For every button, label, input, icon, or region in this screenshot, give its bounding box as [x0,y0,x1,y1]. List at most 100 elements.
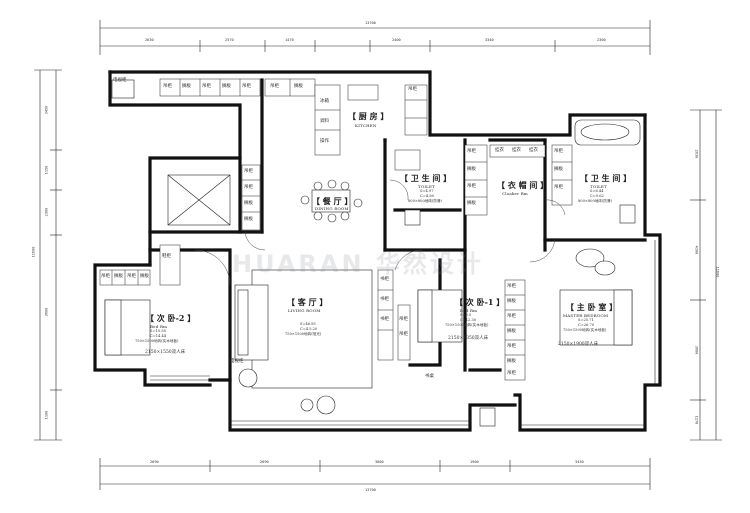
dim-bottom-2: 3000 [375,460,384,464]
dim-bottom-0: 2690 [150,460,159,464]
master-spec-3: 750×1500地砖(实木地板) [563,328,607,332]
master-en: MASTER BEDROOM [563,313,609,318]
dim-left-4: 1100 [44,410,49,420]
cab-misc-0: 电视柜 [230,359,244,364]
cab-cloak-r-1: 搁板 [554,167,563,172]
master-spec-2: C=26.70 [578,323,595,327]
cab-top-1: 吊柜 [163,84,172,89]
cab-bed2-1: 搁板 [114,274,123,279]
cab-cloak-r-2: 吊柜 [554,185,563,190]
cab-top-3: 吊柜 [202,84,211,89]
toilet2-spec-2: C=9.62 [590,194,604,198]
bed1-en: Bed Rm [460,308,478,313]
dim-right-0: 2630 [694,149,699,159]
cab-top-0: 电视柜 [113,78,127,83]
cab-bed1-l-0: 吊柜 [399,317,408,322]
dim-top-4: 3340 [485,38,494,42]
watermark: HUARAN 华然设计 [232,250,484,278]
cab-bed2-2: 吊柜 [127,274,136,279]
living-en: LIVING ROOM [288,308,321,313]
bed2-spec-2: C=14.44 [150,334,167,338]
cab-kitchen-0: 冰箱 [320,99,329,104]
dim-bottom-1: 2690 [260,460,269,464]
windows [150,240,656,426]
dim-left-total: 11600 [31,246,36,258]
cab-bed1-r-0: 吊柜 [507,284,516,289]
cab-left-0: 吊柜 [244,169,253,174]
cab-corr-0: 书柜 [380,277,389,282]
dim-top-1: 2570 [225,38,234,42]
cab-kitchen-2: 操作 [320,139,329,144]
cloak-label: 【 衣 帽 间 】 [497,180,549,190]
cabinet-grid [99,78,573,381]
bed1-spec-3: 750×1500地砖(实木地板) [445,323,489,327]
bed2-bed: 2150×1550双人床 [145,350,186,355]
toilet1-en: TOILET [418,184,435,189]
dining-label: 【 餐 厅 】 [312,196,353,206]
dim-top-2: 1470 [285,38,294,42]
toilet2-en: TOILET [590,184,607,189]
cab-bed2-3: 搁板 [140,274,149,279]
cab-corr-1: 书柜 [380,297,389,302]
cab-bed1-r-1: 搁板 [507,299,516,304]
toilet2-spec-1: S=6.44 [590,189,604,193]
dim-right-3: 1270 [694,415,699,425]
dining-en: DINING ROOM [315,206,349,211]
dim-top-5: 2300 [597,38,606,42]
dim-right-2: 3600 [694,345,699,355]
bed2-spec-1: S=10.58 [150,329,166,333]
cab-misc-2: 鞋柜 [162,254,171,259]
living-spec-3: 750×1500地砖(哑光) [285,332,322,336]
kitchen-en: KITCHEN [355,123,377,128]
cab-bed1-r-6: 吊柜 [507,371,516,376]
dim-right-total: 11600 [715,266,720,278]
cab-left-2: 搁板 [244,201,253,206]
cab-cloak-t-1: 挂衣 [512,148,521,153]
dim-left-0: 3450 [44,105,49,115]
cloak-en: Cloaker Rm [502,191,528,196]
dim-right-1: 4100 [694,245,699,255]
cab-cloak-l-2: 吊柜 [467,184,476,189]
cab-bed1-r-5: 搁板 [507,359,516,364]
dim-left-2: 2300 [44,207,49,217]
toilet1-spec-2: C=4.56 [420,194,434,198]
toilet1-label: 【 卫 生 间 】 [400,173,452,183]
bed2-label: 【 次 卧-2 】 [146,313,196,323]
toilet1-spec-3: 800×800地砖(防滑) [408,199,442,203]
toilet1-spec-1: S=4.97 [420,189,434,193]
cab-top-5: 吊柜 [242,84,251,89]
dim-left-1: 1150 [44,165,49,175]
kitchen-label: 【 厨 房 】 [348,111,389,121]
doors [194,179,566,286]
bed1-bed: 2150×1350双人床 [448,336,489,341]
cab-top-4: 搁板 [222,84,231,89]
dimension-lines [34,20,722,490]
bed1-spec-1: S=9.5 [460,313,472,317]
cab-cloak-l-3: 搁板 [467,201,476,206]
dim-left-3: 3600 [44,307,49,317]
cab-cloak-t-0: 挂衣 [495,148,504,153]
cab-cloak-l-1: 搁板 [467,167,476,172]
cab-cloak-l-0: 吊柜 [467,149,476,154]
cab-cloak-t-2: 挂衣 [529,148,538,153]
furniture [104,79,641,427]
cab-left-3: 搁板 [244,217,253,222]
master-bed: 2150×1900双人床 [558,342,599,347]
cab-bed2-0: 吊柜 [101,274,110,279]
dim-top-3: 2400 [392,38,401,42]
cab-top-2: 搁板 [182,84,191,89]
bed2-en: Bed Rm [150,324,168,329]
dim-top-total: 13700 [365,21,376,25]
dining-table [311,189,351,213]
toilet2-label: 【 卫 生 间 】 [580,173,632,183]
cab-bed1-l-1: 吊柜 [399,332,408,337]
dim-bottom-3: 1900 [470,460,479,464]
cab-bed1-r-2: 吊柜 [507,314,516,319]
cab-corr-2: 书柜 [380,317,389,322]
cab-top-7: 搁板 [294,84,303,89]
cab-bed1-r-3: 搁板 [507,329,516,334]
bed2-spec-3: 750×1500地砖(实木地板) [135,339,179,343]
living-spec-2: C=4.5.20 [300,327,318,331]
master-spec-1: S=25.71 [578,318,594,322]
